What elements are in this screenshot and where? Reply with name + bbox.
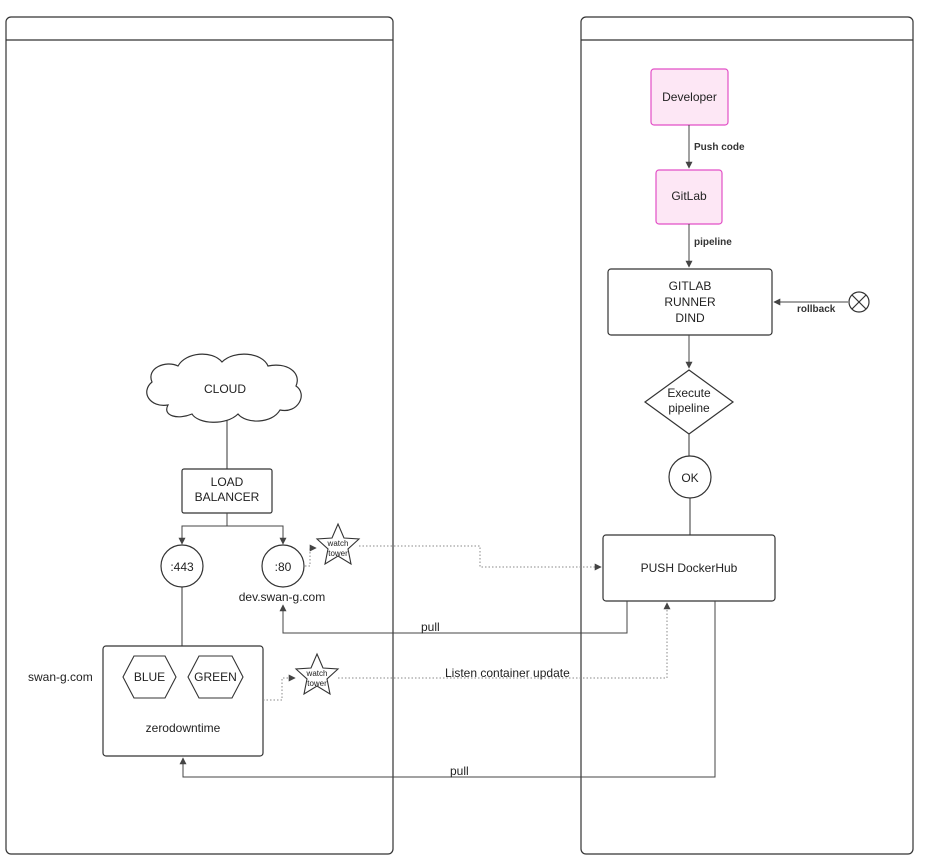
watchtower-prod-line-2: tower	[307, 679, 327, 688]
developer-node: Developer	[650, 68, 729, 126]
blue-container-hexagon: BLUE	[122, 655, 177, 699]
port-80-label: :80	[275, 560, 292, 574]
edge-80-watchtower	[305, 544, 317, 567]
execute-line-2: pipeline	[668, 401, 710, 415]
watchtower-dev-line-2: tower	[328, 549, 348, 558]
green-container-hexagon: GREEN	[187, 655, 244, 699]
developer-label: Developer	[662, 90, 717, 104]
pull-dev-label: pull	[421, 620, 440, 634]
port-443-node: :443	[160, 544, 204, 588]
zerodowntime-node: BLUE GREEN zerodowntime	[102, 645, 264, 757]
green-label: GREEN	[194, 670, 237, 684]
dev-domain-label: dev.swan-g.com	[239, 590, 325, 604]
zerodowntime-label: zerodowntime	[146, 721, 221, 735]
lb-line-2: BALANCER	[195, 490, 260, 504]
push-dockerhub-label: PUSH DockerHub	[641, 561, 738, 575]
cloud-node: CLOUD	[146, 353, 302, 423]
runner-line-2: RUNNER	[664, 295, 716, 309]
gitlab-runner-node: GITLAB RUNNER DIND	[607, 268, 773, 336]
watchtower-prod-line-1: watch	[306, 669, 328, 678]
edge-lb-80	[227, 525, 287, 545]
blue-label: BLUE	[134, 670, 165, 684]
rollback-label: rollback	[797, 304, 836, 315]
edge-lb-443	[178, 513, 228, 545]
prod-domain-label: swan-g.com	[28, 670, 93, 684]
listen-update-label: Listen container update	[445, 666, 570, 680]
port-80-node: :80	[261, 544, 305, 588]
left-panel	[5, 16, 394, 855]
right-panel	[580, 16, 914, 855]
edge-watchtower-dockerhub	[359, 545, 602, 571]
watchtower-dev-line-1: watch	[327, 539, 349, 548]
cloud-label: CLOUD	[204, 382, 246, 396]
load-balancer-node: LOAD BALANCER	[181, 468, 273, 514]
gitlab-label: GitLab	[671, 189, 707, 203]
ok-node: OK	[668, 455, 712, 499]
pull-prod-label: pull	[450, 764, 469, 778]
rollback-terminator	[848, 291, 870, 313]
edge-pull-dev	[279, 601, 628, 634]
execute-line-1: Execute	[667, 386, 711, 400]
edge-pull-prod	[179, 601, 716, 778]
execute-pipeline-decision: Execute pipeline	[643, 369, 735, 435]
watchtower-star-dev: watch tower	[315, 522, 361, 566]
push-code-label: Push code	[694, 142, 745, 153]
pipeline-label: pipeline	[694, 237, 732, 248]
runner-line-1: GITLAB	[669, 279, 712, 293]
gitlab-node: GitLab	[655, 169, 723, 225]
push-dockerhub-node: PUSH DockerHub	[602, 534, 776, 602]
watchtower-star-prod: watch tower	[294, 652, 340, 696]
runner-line-3: DIND	[675, 311, 705, 325]
lb-line-1: LOAD	[211, 475, 244, 489]
port-443-label: :443	[170, 560, 194, 574]
ok-label: OK	[681, 471, 698, 485]
edge-listen-update	[338, 602, 671, 679]
